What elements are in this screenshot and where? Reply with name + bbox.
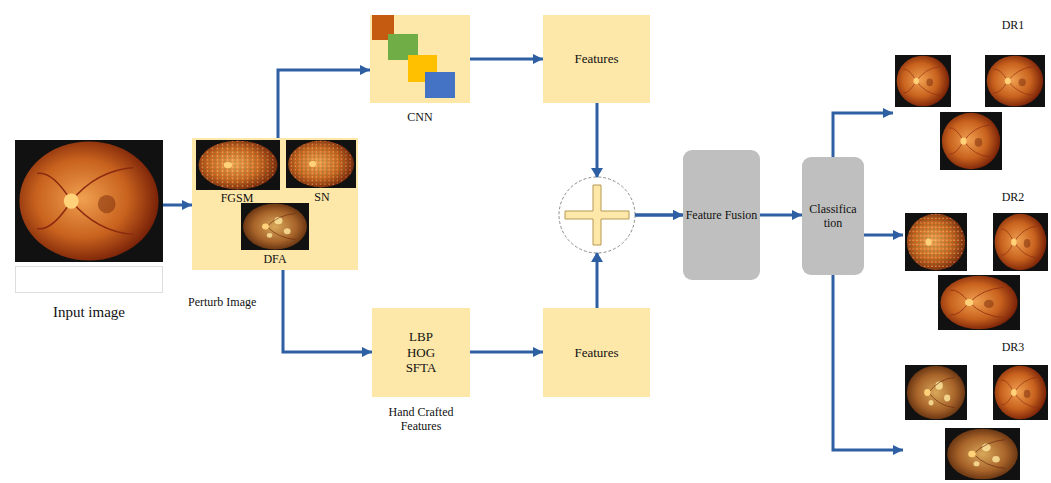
- node-label: DR2: [993, 190, 1033, 204]
- fundus-image: [895, 55, 951, 107]
- flow-arrow: [470, 351, 543, 354]
- node-label: SN: [287, 190, 357, 204]
- sum-circle: [559, 177, 635, 253]
- classification-box: Classifica tion: [802, 157, 864, 275]
- text-holder: Features: [543, 345, 650, 361]
- fundus-image: [985, 55, 1045, 107]
- node-label: Hand Crafted Features: [377, 405, 465, 434]
- flow-arrow: [760, 214, 802, 217]
- handcrafted-box: LBP HOG SFTAHand Crafted Features: [372, 308, 470, 397]
- node-label: Features: [543, 345, 650, 361]
- text-holder: DR2: [993, 190, 1033, 204]
- node-label: DR1: [993, 18, 1033, 32]
- fusion-box: Feature Fusion: [683, 150, 760, 280]
- flow-arrow: [597, 215, 683, 308]
- image-frame: [16, 267, 163, 293]
- node-label: LBP HOG SFTA: [399, 329, 443, 376]
- fundus-image: [905, 213, 967, 271]
- fundus-image: [993, 365, 1048, 420]
- node-label: Classifica tion: [803, 202, 863, 231]
- fundus-image: [15, 140, 163, 262]
- node-label: CNN: [370, 110, 470, 124]
- flow-arrow: [833, 275, 903, 450]
- flow-arrow: [283, 270, 372, 352]
- text-holder: Feature Fusion: [685, 208, 758, 222]
- fundus-image: [286, 140, 356, 188]
- flow-arrow: [278, 70, 370, 138]
- node-label: Feature Fusion: [685, 208, 758, 222]
- fundus-image: [940, 112, 1002, 170]
- text-holder: CNN: [370, 110, 470, 124]
- flow-arrow: [597, 103, 683, 215]
- cnn-layer-square: [425, 72, 455, 98]
- fundus-image: [945, 428, 1020, 480]
- text-holder: Perturb Image: [188, 295, 298, 309]
- flow-arrow: [470, 58, 543, 61]
- text-holder: DFA: [240, 252, 310, 266]
- text-holder: Classifica tion: [803, 202, 863, 231]
- fundus-image: [241, 203, 309, 250]
- text-holder: DR1: [993, 18, 1033, 32]
- text-holder: DR3: [993, 340, 1033, 354]
- node-label: FGSM: [202, 191, 272, 205]
- text-holder: Input image: [15, 303, 163, 321]
- text-holder: Hand Crafted Features: [377, 405, 465, 434]
- node-label: Features: [543, 51, 650, 67]
- text-holder: Features: [543, 51, 650, 67]
- node-label: Perturb Image: [188, 295, 298, 309]
- fundus-image: [905, 365, 967, 420]
- flow-arrow: [864, 234, 903, 237]
- fundus-image: [993, 213, 1048, 271]
- plus-symbol: [565, 185, 629, 245]
- node-label: Input image: [15, 303, 163, 321]
- node-label: DR3: [993, 340, 1033, 354]
- text-holder: FGSM: [202, 191, 272, 205]
- flow-arrow: [833, 113, 893, 157]
- features-box: Features: [543, 15, 650, 103]
- features-box: Features: [543, 308, 650, 397]
- fundus-image: [938, 275, 1020, 330]
- fundus-image: [196, 140, 280, 190]
- node-label: DFA: [240, 252, 310, 266]
- text-holder: LBP HOG SFTA: [399, 329, 443, 376]
- flow-arrow: [163, 204, 192, 207]
- text-holder: SN: [287, 190, 357, 204]
